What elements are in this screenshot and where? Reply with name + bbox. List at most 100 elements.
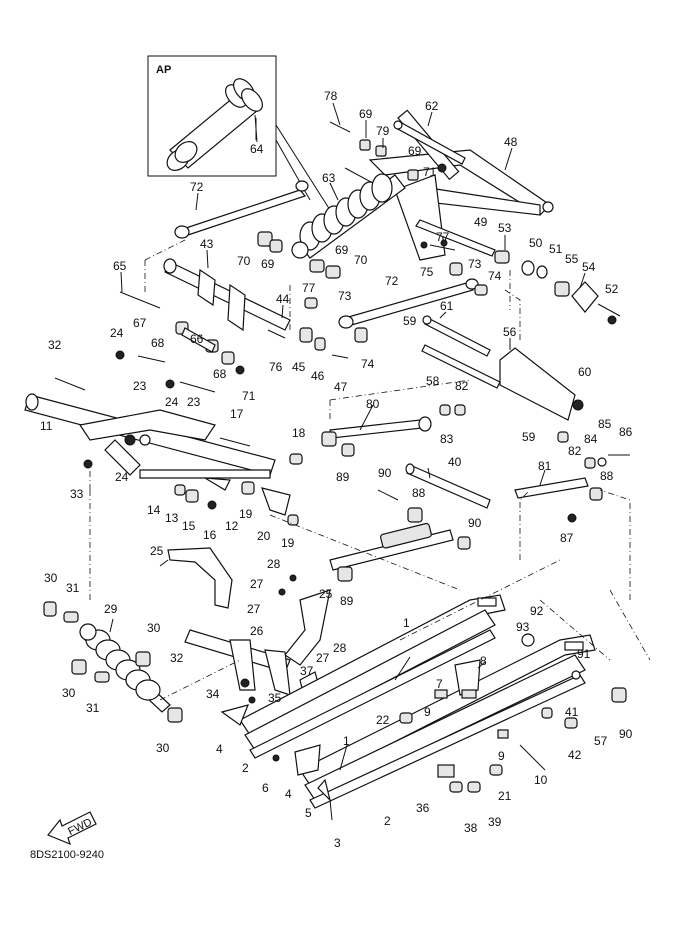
callout-57: 57 xyxy=(594,734,608,748)
callout-46: 46 xyxy=(311,369,325,383)
callout-42: 42 xyxy=(568,748,582,762)
callout-87: 87 xyxy=(560,531,574,545)
callout-63: 63 xyxy=(322,171,336,185)
callout-90: 90 xyxy=(619,727,633,741)
callout-14: 14 xyxy=(147,503,161,517)
callout-89: 89 xyxy=(340,594,354,608)
callout-30: 30 xyxy=(156,741,170,755)
callout-74: 74 xyxy=(488,269,502,283)
callout-34: 34 xyxy=(206,687,220,701)
callout-83: 83 xyxy=(440,432,454,446)
parts-50-55 xyxy=(521,260,621,325)
callout-21: 21 xyxy=(498,789,512,803)
callout-32: 32 xyxy=(170,651,184,665)
small-parts-mid xyxy=(321,404,630,582)
callout-25: 25 xyxy=(150,544,164,558)
callout-26: 26 xyxy=(250,624,264,638)
callout-22: 22 xyxy=(376,713,390,727)
callout-64: 64 xyxy=(250,142,264,156)
callout-69: 69 xyxy=(335,243,349,257)
callout-1: 1 xyxy=(403,616,410,630)
callout-59: 59 xyxy=(522,430,536,444)
callout-52: 52 xyxy=(605,282,619,296)
callout-23: 23 xyxy=(133,379,147,393)
shaft-61 xyxy=(422,315,491,357)
callout-61: 61 xyxy=(440,299,454,313)
callout-2: 2 xyxy=(384,814,391,828)
callout-79: 79 xyxy=(376,124,390,138)
callout-48: 48 xyxy=(504,135,518,149)
callout-66: 66 xyxy=(190,332,204,346)
callout-39: 39 xyxy=(488,815,502,829)
callout-60: 60 xyxy=(578,365,592,379)
fwd-label: FWD xyxy=(66,816,94,838)
callout-89: 89 xyxy=(336,470,350,484)
bracket-25 xyxy=(167,547,331,666)
shaft-37 xyxy=(329,522,454,571)
callout-73: 73 xyxy=(338,289,352,303)
front-arm-11 xyxy=(24,393,276,479)
callout-1: 1 xyxy=(343,734,350,748)
callout-56: 56 xyxy=(503,325,517,339)
callout-77: 77 xyxy=(302,281,316,295)
callout-68: 68 xyxy=(151,336,165,350)
callout-29: 29 xyxy=(104,602,118,616)
callout-9: 9 xyxy=(424,705,431,719)
callout-35: 35 xyxy=(268,691,282,705)
callout-4: 4 xyxy=(285,787,292,801)
callout-59: 59 xyxy=(403,314,417,328)
callout-31: 31 xyxy=(86,701,100,715)
shaft-49 xyxy=(415,219,496,257)
callout-53: 53 xyxy=(498,221,512,235)
callout-25: 25 xyxy=(319,587,333,601)
callout-69: 69 xyxy=(261,257,275,271)
rear-arm-48 xyxy=(344,109,554,261)
small-parts-front xyxy=(54,355,303,526)
callout-3: 3 xyxy=(334,836,341,850)
callout-69: 69 xyxy=(408,144,422,158)
callout-71: 71 xyxy=(423,165,437,179)
callout-18: 18 xyxy=(292,426,306,440)
callout-81: 81 xyxy=(538,459,552,473)
callout-41: 41 xyxy=(565,705,579,719)
callout-24: 24 xyxy=(115,470,129,484)
callout-28: 28 xyxy=(267,557,281,571)
callout-72: 72 xyxy=(190,180,204,194)
callout-13: 13 xyxy=(165,511,179,525)
callout-30: 30 xyxy=(62,686,76,700)
callout-90: 90 xyxy=(468,516,482,530)
callout-68: 68 xyxy=(213,367,227,381)
callout-19: 19 xyxy=(239,507,253,521)
callout-30: 30 xyxy=(147,621,161,635)
callout-76: 76 xyxy=(269,360,283,374)
reference-lines xyxy=(89,239,651,701)
shaft-80 xyxy=(329,416,432,439)
callout-27: 27 xyxy=(316,651,330,665)
callout-50: 50 xyxy=(529,236,543,250)
callout-32: 32 xyxy=(48,338,62,352)
boot-part-64 xyxy=(166,78,263,171)
shaft-58 xyxy=(421,344,501,389)
wear-strips-and-parts xyxy=(220,633,627,821)
callout-82: 82 xyxy=(568,444,582,458)
callout-86: 86 xyxy=(619,425,633,439)
callout-11: 11 xyxy=(40,419,53,433)
callout-17: 17 xyxy=(230,407,244,421)
callout-28: 28 xyxy=(333,641,347,655)
callout-2: 2 xyxy=(242,761,249,775)
callout-24: 24 xyxy=(165,395,179,409)
callout-40: 40 xyxy=(448,455,462,469)
callout-47: 47 xyxy=(334,380,348,394)
callout-numbers: 78 69 79 62 48 69 71 72 64 63 49 53 77 4… xyxy=(40,89,633,850)
callout-44: 44 xyxy=(276,292,290,306)
callout-6: 6 xyxy=(262,781,269,795)
callout-27: 27 xyxy=(247,602,261,616)
callout-45: 45 xyxy=(292,360,306,374)
callout-75: 75 xyxy=(420,265,434,279)
callout-67: 67 xyxy=(133,316,147,330)
callout-71: 71 xyxy=(242,389,256,403)
callout-16: 16 xyxy=(203,528,217,542)
callout-5: 5 xyxy=(305,806,312,820)
